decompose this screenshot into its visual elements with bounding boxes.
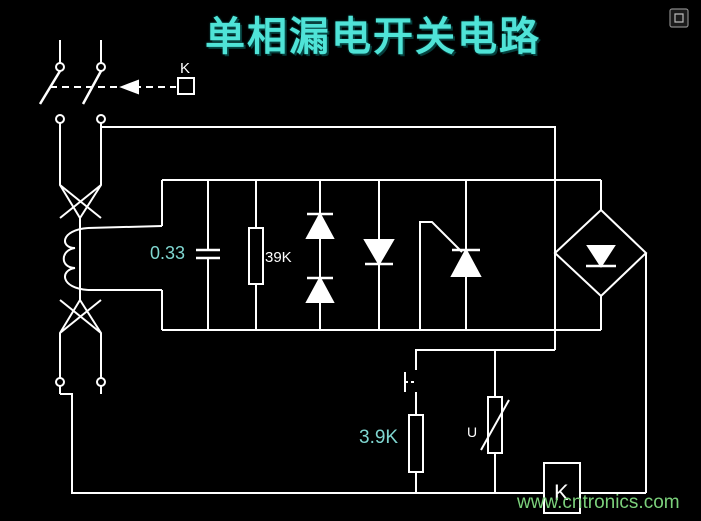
capacitor-label: 0.33 (150, 243, 185, 263)
thyristor (419, 180, 482, 330)
trip-actuator (119, 77, 195, 95)
watermark-text: www.cntronics.com (517, 492, 680, 513)
bridge-rectifier (553, 180, 648, 493)
diagram-title: 单相漏电开关电路 (205, 14, 541, 60)
resistor-39k-label: 39K (265, 249, 292, 266)
relay-box-label: K (554, 480, 569, 505)
diode (363, 180, 395, 330)
double-pole-switch (38, 40, 176, 124)
relay-coil (543, 462, 581, 514)
test-branch (404, 349, 555, 493)
capacitor (196, 180, 220, 330)
varistor-label: U (467, 424, 477, 440)
resistor-3-9k-label: 3.9K (359, 427, 398, 448)
resistor-39k (248, 180, 264, 330)
relay-k-label: K (180, 60, 190, 77)
varistor (480, 350, 510, 493)
supply-lines (59, 123, 102, 378)
expand-icon[interactable] (669, 8, 689, 28)
series-diodes (305, 180, 335, 330)
current-transformer-coil (62, 227, 89, 291)
